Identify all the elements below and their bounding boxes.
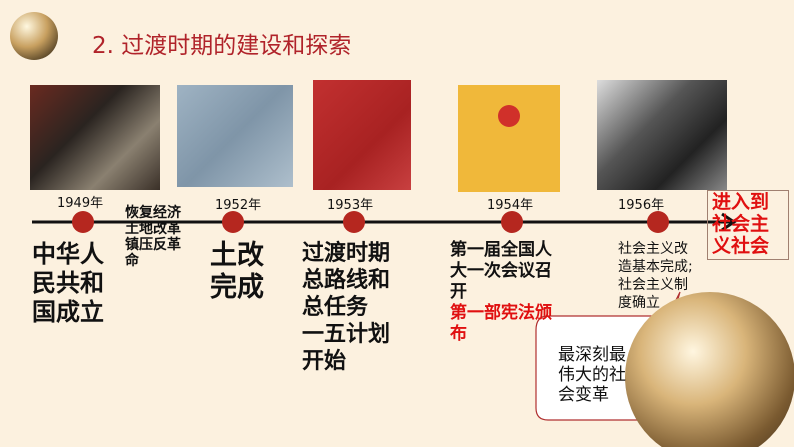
- globe-image: [625, 292, 794, 447]
- photo-general-line-book: [313, 80, 411, 190]
- year-label: 1949年: [57, 196, 104, 211]
- callout-text: 最深刻最 伟大的社 会变革: [558, 345, 626, 405]
- timeline-dot: [501, 211, 523, 233]
- event-1952: 土改 完成: [210, 240, 264, 303]
- photo-constitution-book: [458, 85, 560, 192]
- photo-socialist-celebration: [597, 80, 727, 190]
- event-1954: 第一届全国人 大一次会议召 开: [450, 240, 552, 302]
- photo-founding-ceremony: [30, 85, 160, 190]
- event-recovery: 恢复经济 土地改革 镇压反革 命: [125, 205, 181, 269]
- event-1954-highlight: 第一部宪法颁 布: [450, 303, 552, 344]
- event-1956: 社会主义改 造基本完成; 社会主义制 度确立: [618, 241, 693, 311]
- timeline-dot: [647, 211, 669, 233]
- timeline-dot: [222, 211, 244, 233]
- page-title: 2. 过渡时期的建设和探索: [92, 33, 352, 59]
- end-box: 进入到 社会主 义社会: [707, 190, 789, 260]
- event-1953: 过渡时期 总路线和 总任务 一五计划 开始: [302, 241, 391, 374]
- year-label: 1953年: [327, 198, 374, 213]
- timeline-dot: [343, 211, 365, 233]
- year-label: 1956年: [618, 198, 665, 213]
- photo-land-reform-document: [177, 85, 293, 187]
- year-label: 1952年: [215, 198, 262, 213]
- timeline-dot: [72, 211, 94, 233]
- year-label: 1954年: [487, 198, 534, 213]
- globe-logo-icon: [10, 12, 58, 60]
- event-1949: 中华人 民共和 国成立: [32, 240, 104, 326]
